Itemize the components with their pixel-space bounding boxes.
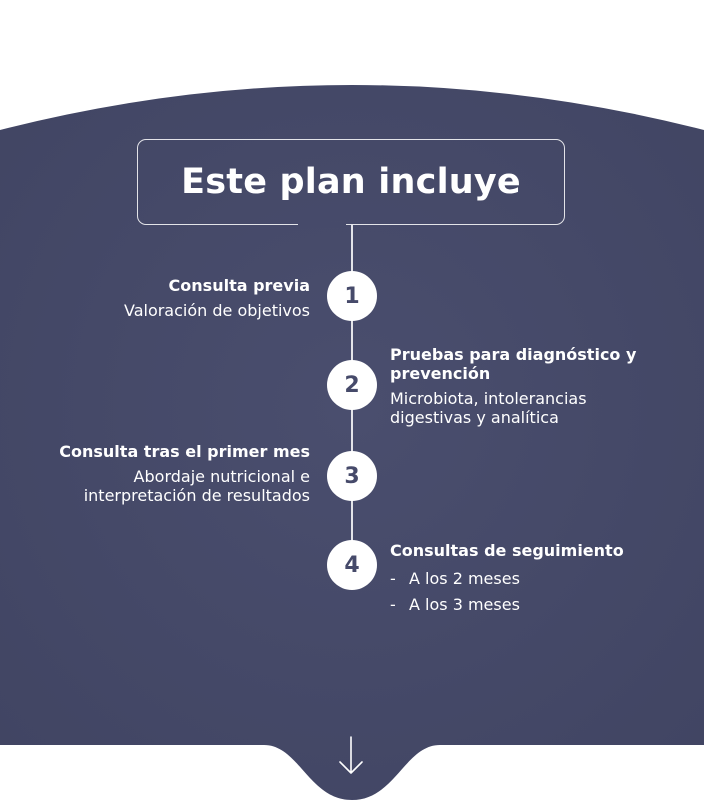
step-3-text: Consulta tras el primer mes Abordaje nut… xyxy=(59,442,310,505)
title-box: Este plan incluye xyxy=(137,139,565,225)
bullet-item: -A los 2 meses xyxy=(390,569,520,588)
step-3-number: 3 xyxy=(327,451,377,501)
step-4-number: 4 xyxy=(327,540,377,590)
page-title: Este plan incluye xyxy=(181,162,521,202)
step-2-description: Microbiota, intolerancias digestivas y a… xyxy=(390,389,587,427)
arrow-down-icon[interactable] xyxy=(335,735,367,779)
step-1-text: Consulta previa Valoración de objetivos xyxy=(124,276,310,320)
step-1-description: Valoración de objetivos xyxy=(123,301,310,320)
step-4-bullets: -A los 2 meses -A los 3 meses xyxy=(390,566,624,618)
step-1-title: Consulta previa xyxy=(168,276,310,295)
step-4-text: Consultas de seguimiento -A los 2 meses … xyxy=(390,541,624,618)
step-3-title: Consulta tras el primer mes xyxy=(59,442,310,461)
title-box-gap xyxy=(298,222,346,228)
step-2-title: Pruebas para diagnóstico y prevención xyxy=(390,345,637,383)
step-1-number: 1 xyxy=(327,271,377,321)
step-2-number: 2 xyxy=(327,360,377,410)
bullet-item: -A los 3 meses xyxy=(390,595,520,614)
step-3-description: Abordaje nutricional e interpretación de… xyxy=(83,467,310,505)
step-4-title: Consultas de seguimiento xyxy=(390,541,624,560)
step-2-text: Pruebas para diagnóstico y prevención Mi… xyxy=(390,345,636,427)
